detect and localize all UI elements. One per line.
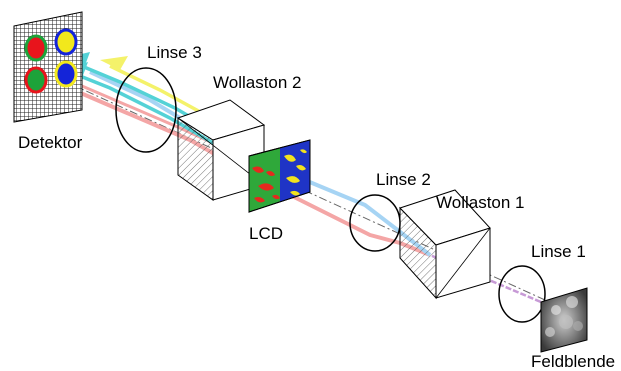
- yellow-beam: [109, 64, 216, 122]
- detector: [13, 11, 83, 123]
- lens-1-label: Linse 1: [531, 242, 586, 261]
- wollaston-prism-1: [399, 189, 491, 300]
- lcd-panel: [248, 139, 311, 213]
- yellow-beam-arrowhead: [100, 56, 128, 70]
- field-stop: [540, 287, 588, 353]
- lcd-label: LCD: [249, 224, 284, 243]
- lens-2-label: Linse 2: [376, 170, 431, 189]
- lens-1: [498, 265, 546, 323]
- wollaston-1-label: Wollaston 1: [436, 193, 525, 212]
- lens-2: [349, 194, 401, 252]
- lens-3-label: Linse 3: [147, 43, 202, 62]
- detector-label: Detektor: [18, 133, 83, 152]
- lens-3: [115, 67, 177, 153]
- field-stop-label: Feldblende: [531, 352, 616, 371]
- wollaston-2-label: Wollaston 2: [213, 73, 302, 92]
